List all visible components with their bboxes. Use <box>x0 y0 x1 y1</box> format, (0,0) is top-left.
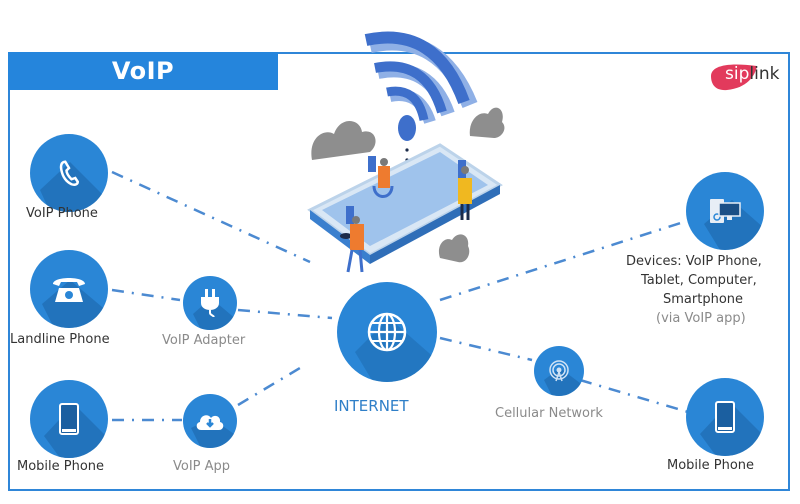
cellular-network-node[interactable] <box>534 346 584 396</box>
link-adapter-internet <box>237 308 333 320</box>
cell-tower-icon <box>549 360 569 382</box>
mobile-phone-right-node[interactable] <box>686 378 764 456</box>
diagram-frame <box>8 52 790 491</box>
voip-adapter-label: VoIP Adapter <box>162 333 246 348</box>
link-voip-phone-internet <box>111 170 311 264</box>
link-app-internet <box>237 366 301 407</box>
voip-phone-node[interactable] <box>30 134 108 212</box>
devices-label-line2: Tablet, Computer, <box>641 273 757 288</box>
mobile-phone-left-node[interactable] <box>30 380 108 458</box>
devices-label-line1: Devices: VoIP Phone, <box>626 254 762 269</box>
plug-icon <box>201 289 219 317</box>
mobile-phone-icon <box>715 401 735 433</box>
link-internet-devices <box>439 218 691 302</box>
logo-link: link <box>749 64 780 84</box>
internet-node[interactable] <box>337 282 437 382</box>
devices-label-line3: Smartphone <box>663 292 744 307</box>
smartphone-wifi-illustration <box>307 31 505 273</box>
link-cellular-mobile <box>579 378 689 414</box>
link-internet-cellular <box>439 336 533 362</box>
globe-icon <box>367 312 407 352</box>
wifi-icon <box>364 31 478 125</box>
people-figures <box>346 156 472 273</box>
cellular-network-label: Cellular Network <box>495 406 603 421</box>
logo-shape-icon <box>711 64 757 91</box>
mobile-phone-icon <box>59 403 79 435</box>
landline-phone-icon <box>53 278 85 302</box>
voip-phone-label: VoIP Phone <box>26 206 98 221</box>
internet-label: INTERNET <box>334 397 409 415</box>
landline-phone-node[interactable] <box>30 250 108 328</box>
landline-phone-label: Landline Phone <box>10 332 110 347</box>
title-banner: VoIP <box>8 52 278 90</box>
cloud-icons <box>311 107 505 263</box>
devices-label-line4: (via VoIP app) <box>656 311 746 326</box>
voip-adapter-node[interactable] <box>183 276 237 330</box>
mobile-phone-left-label: Mobile Phone <box>17 459 105 474</box>
devices-icon <box>710 199 741 223</box>
logo-sip: sip <box>725 64 750 84</box>
devices-node[interactable] <box>686 172 764 250</box>
siplink-logo: siplink <box>707 62 787 92</box>
wifi-base <box>398 115 416 141</box>
voip-app-node[interactable] <box>183 394 237 448</box>
mobile-phone-right-label: Mobile Phone <box>667 458 755 473</box>
cloud-download-icon <box>196 415 224 430</box>
diagram-title: VoIP <box>111 57 175 85</box>
link-landline-adapter <box>111 288 181 302</box>
smartphone-illustration <box>307 143 503 264</box>
phone-handset-icon <box>59 160 80 186</box>
voip-app-label: VoIP App <box>173 459 231 474</box>
